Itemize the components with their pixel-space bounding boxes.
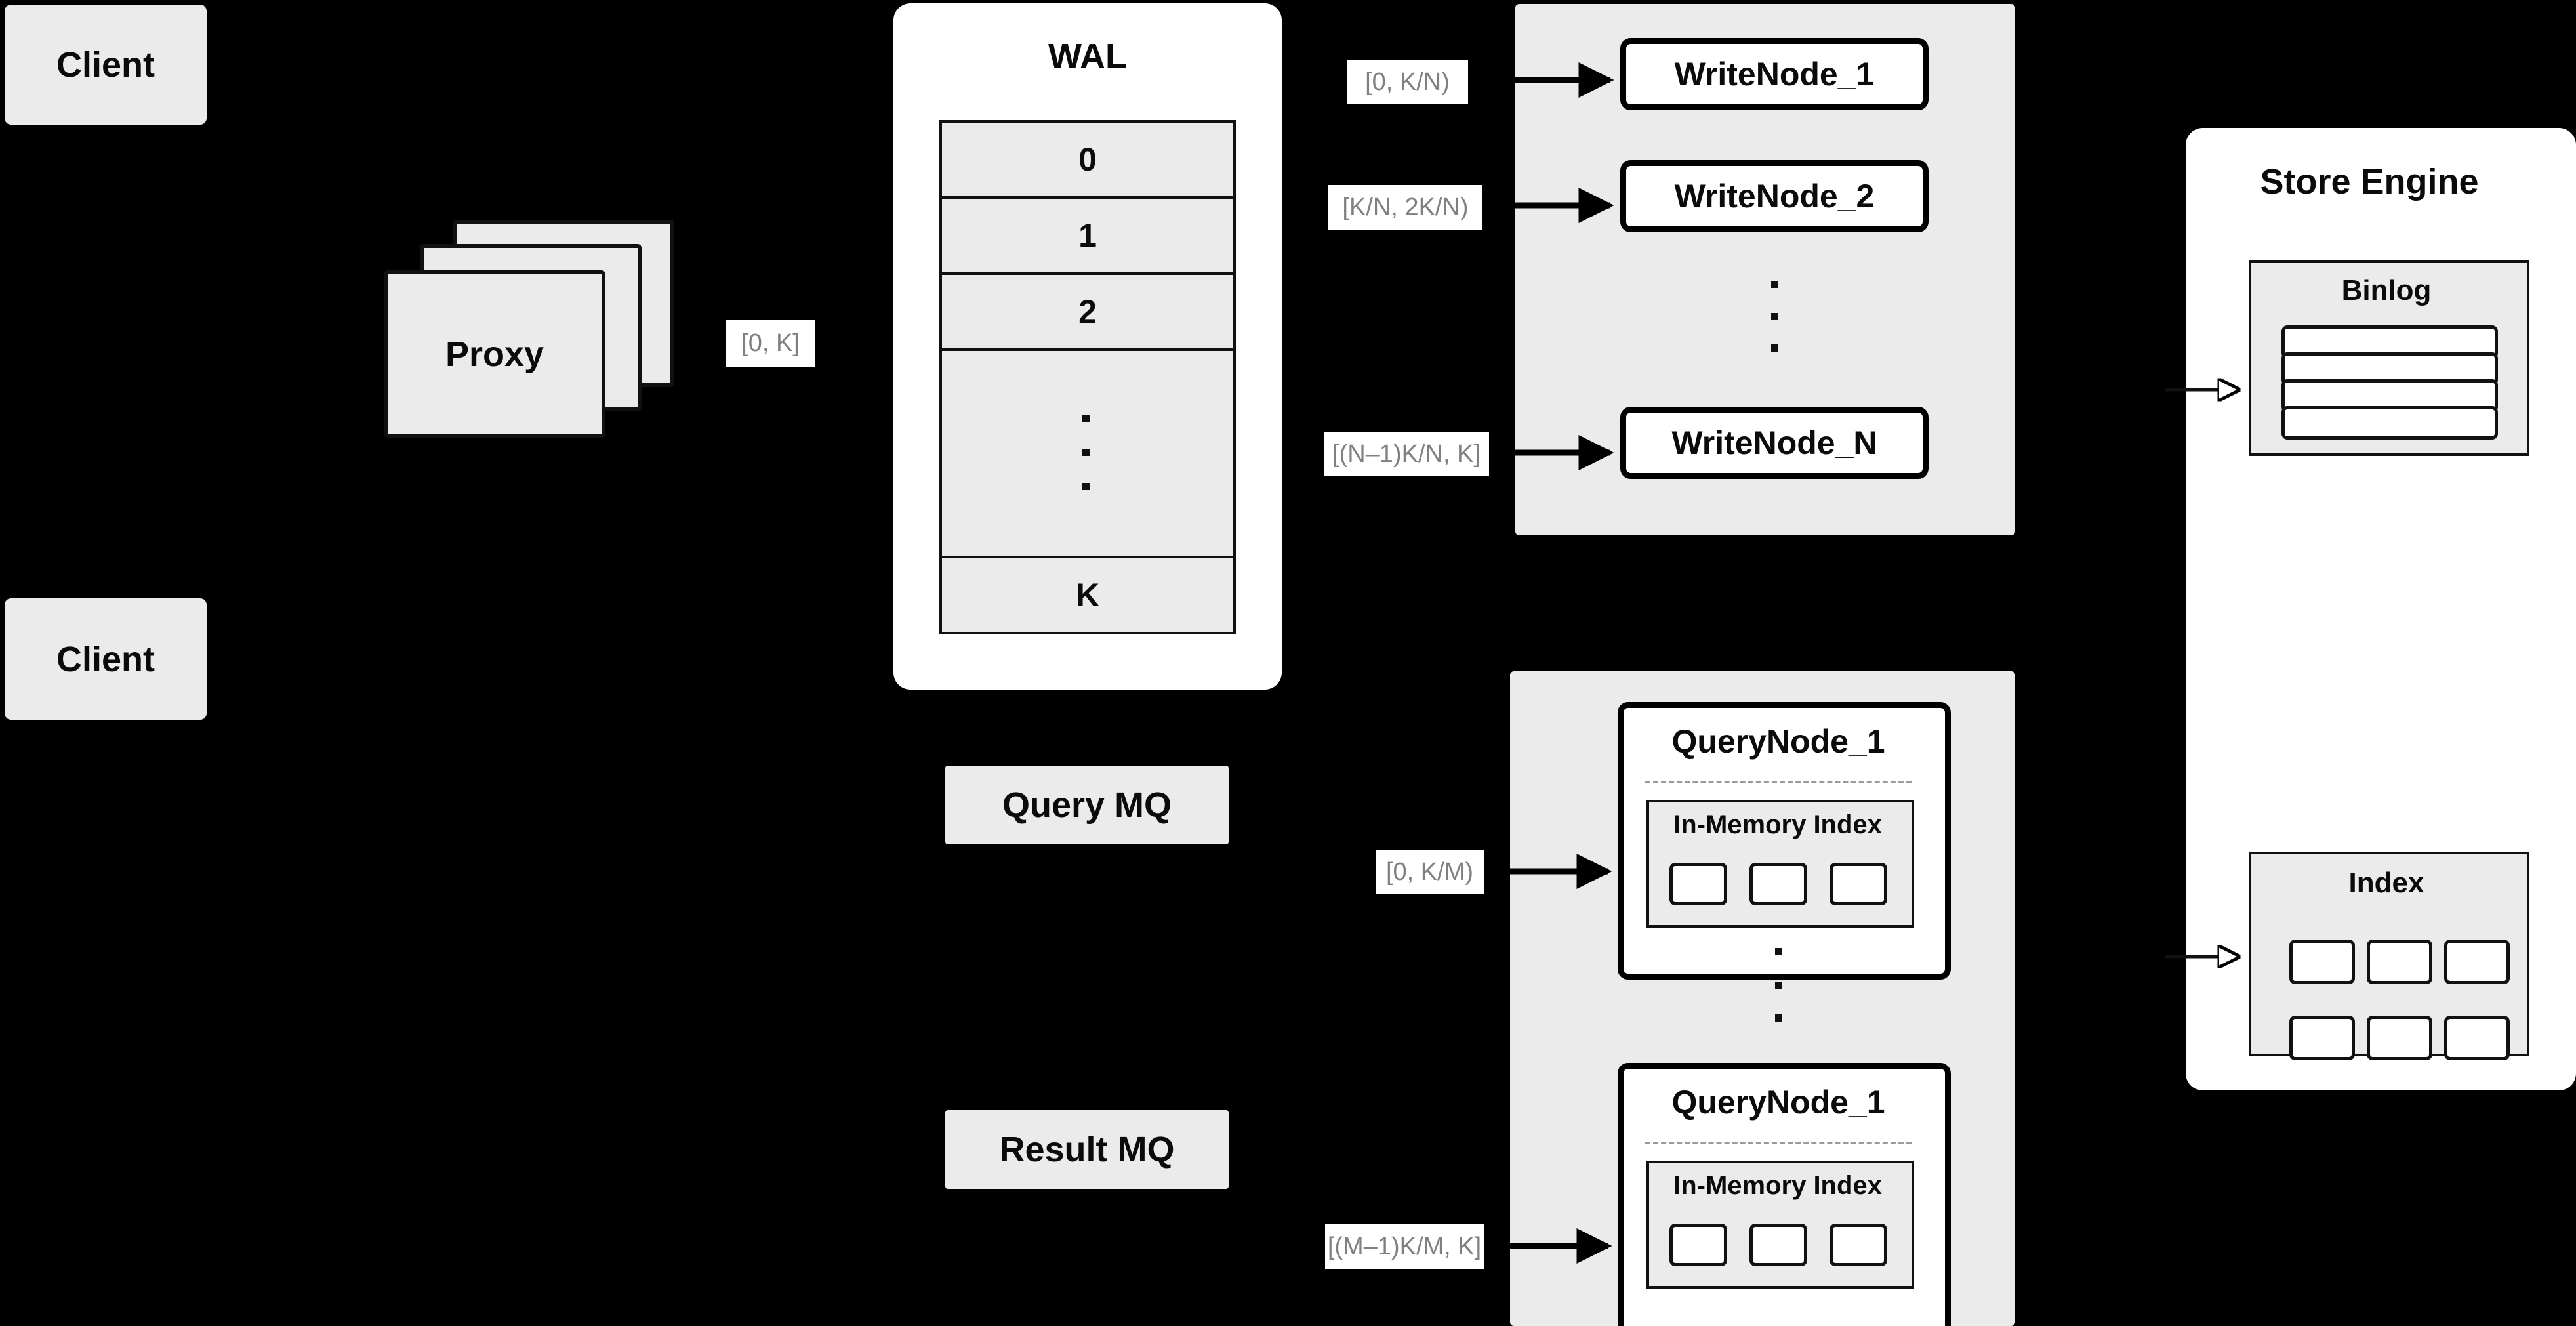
query-node-1-index-cell-2 xyxy=(1749,863,1807,905)
store-engine-title: Store Engine xyxy=(2260,162,2479,201)
wal-row-k: K xyxy=(939,556,1236,634)
wal-row-value-1: 1 xyxy=(1078,217,1097,254)
result-mq-label: Result MQ xyxy=(999,1130,1175,1169)
write-node-n[interactable]: WriteNode_N xyxy=(1620,407,1929,479)
index-cell-r1c1 xyxy=(2289,940,2355,984)
query-node-1-index-cell-1 xyxy=(1669,863,1727,905)
wal-row-value-k: K xyxy=(1075,577,1100,613)
result-mq-box[interactable]: Result MQ xyxy=(945,1110,1229,1189)
write-node-1-range-label: [0, K/N) xyxy=(1347,60,1468,104)
query-node-2-divider xyxy=(1645,1142,1912,1144)
wal-title: WAL xyxy=(1048,37,1127,76)
client-box-2[interactable]: Client xyxy=(5,598,207,720)
wal-ellipsis-dots xyxy=(1082,415,1090,490)
write-node-2-label: WriteNode_2 xyxy=(1674,178,1875,215)
binlog-row-4 xyxy=(2281,406,2498,440)
query-node-2-index-cell-2 xyxy=(1749,1224,1807,1266)
proxy-label: Proxy xyxy=(445,334,544,374)
binlog-title: Binlog xyxy=(2341,274,2432,306)
write-node-n-label: WriteNode_N xyxy=(1671,425,1877,461)
wal-row-value-2: 2 xyxy=(1078,293,1097,330)
query-mq-label: Query MQ xyxy=(1002,785,1172,825)
query-mq-box[interactable]: Query MQ xyxy=(945,766,1229,844)
wal-row-1: 1 xyxy=(939,196,1236,272)
write-node-1-label: WriteNode_1 xyxy=(1674,56,1875,93)
query-node-1-label: QueryNode_1 xyxy=(1671,723,1885,760)
index-cell-r2c3 xyxy=(2444,1016,2510,1060)
index-cell-r1c3 xyxy=(2444,940,2510,984)
proxy-range-label: [0, K] xyxy=(726,320,815,367)
query-node-2-index-title: In-Memory Index xyxy=(1673,1171,1882,1200)
query-node-2-index-cell-1 xyxy=(1669,1224,1727,1266)
client-box-1[interactable]: Client xyxy=(5,5,207,125)
wal-row-0: 0 xyxy=(939,120,1236,196)
proxy-card-front[interactable]: Proxy xyxy=(384,270,605,438)
query-node-ellipsis-dots xyxy=(1775,948,1782,1022)
query-node-1-divider xyxy=(1645,781,1912,783)
query-node-2-index-cell-3 xyxy=(1830,1224,1887,1266)
write-node-2-range-label: [K/N, 2K/N) xyxy=(1328,185,1482,230)
write-node-2[interactable]: WriteNode_2 xyxy=(1620,160,1929,232)
client-label-1: Client xyxy=(56,45,155,85)
index-cell-r1c2 xyxy=(2367,940,2432,984)
query-node-1-index-cell-3 xyxy=(1830,863,1887,905)
wal-row-value-0: 0 xyxy=(1078,141,1097,178)
index-cell-r2c2 xyxy=(2367,1016,2432,1060)
index-cell-r2c1 xyxy=(2289,1016,2355,1060)
write-node-1[interactable]: WriteNode_1 xyxy=(1620,38,1929,110)
query-node-2-label: QueryNode_1 xyxy=(1671,1084,1885,1121)
index-title: Index xyxy=(2348,867,2424,899)
query-node-1-index-title: In-Memory Index xyxy=(1673,810,1882,839)
write-node-ellipsis-dots xyxy=(1771,281,1778,352)
wal-row-2: 2 xyxy=(939,272,1236,348)
query-node-2-range-label: [(M–1)K/M, K] xyxy=(1325,1224,1484,1269)
client-label-2: Client xyxy=(56,639,155,679)
write-node-n-range-label: [(N–1)K/N, K] xyxy=(1324,432,1489,476)
query-node-1-range-label: [0, K/M) xyxy=(1376,850,1484,894)
